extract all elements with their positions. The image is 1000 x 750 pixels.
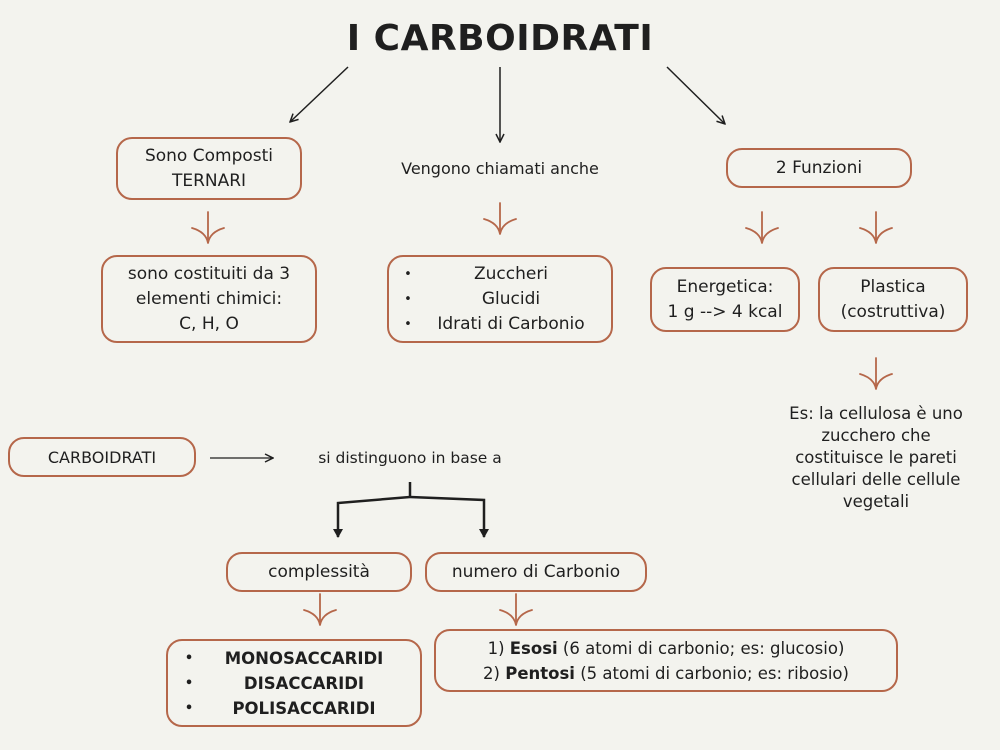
elements-line-3: C, H, O bbox=[179, 313, 239, 334]
plastic-line-2: (costruttiva) bbox=[840, 301, 946, 322]
orange-arrow-3 bbox=[745, 211, 779, 244]
also-called-label: Vengono chiamati anche bbox=[401, 159, 599, 178]
energetic-line-1: Energetica: bbox=[676, 276, 774, 297]
ternary-compounds-box: Sono Composti TERNARI bbox=[116, 137, 302, 200]
bracket-left bbox=[333, 495, 411, 538]
bracket-right bbox=[409, 495, 489, 538]
energetic-line-2: 1 g --> 4 kcal bbox=[667, 301, 783, 322]
saccharides-list: •MONOSACCARIDI •DISACCARIDI •POLISACCARI… bbox=[176, 646, 406, 721]
hexoses-line: 1) Esosi (6 atomi di carbonio; es: gluco… bbox=[487, 638, 845, 658]
distinguished-by-label: si distinguono in base a bbox=[318, 449, 502, 467]
example-line-2: zucchero che bbox=[821, 426, 931, 445]
list-item: •MONOSACCARIDI bbox=[184, 648, 384, 668]
list-item: •POLISACCARIDI bbox=[184, 698, 376, 718]
elements-line-2: elementi chimici: bbox=[135, 288, 283, 309]
list-item: •Zuccheri bbox=[404, 263, 549, 284]
elements-box: sono costituiti da 3 elementi chimici: C… bbox=[101, 255, 317, 343]
orange-arrow-1 bbox=[191, 211, 225, 244]
carbohydrates-box: CARBOIDRATI bbox=[8, 437, 196, 477]
synonyms-list: •Zuccheri •Glucidi •Idrati di Carbonio bbox=[395, 262, 601, 337]
plastic-box: Plastica (costruttiva) bbox=[818, 267, 968, 332]
main-title: I CARBOIDRATI bbox=[346, 18, 654, 59]
saccharides-box: •MONOSACCARIDI •DISACCARIDI •POLISACCARI… bbox=[166, 639, 422, 727]
example-line-3: costituisce le pareti bbox=[795, 448, 957, 467]
orange-arrow-2 bbox=[483, 202, 517, 235]
synonyms-box: •Zuccheri •Glucidi •Idrati di Carbonio bbox=[387, 255, 613, 343]
carbon-types-box: 1) Esosi (6 atomi di carbonio; es: gluco… bbox=[434, 629, 898, 692]
example-line-1: Es: la cellulosa è uno bbox=[789, 404, 963, 423]
plastic-line-1: Plastica bbox=[860, 276, 926, 297]
functions-box: 2 Funzioni bbox=[726, 148, 912, 188]
cellulose-example: Es: la cellulosa è uno zucchero che cost… bbox=[757, 403, 995, 513]
orange-arrow-6 bbox=[303, 593, 337, 626]
carbon-number-box: numero di Carbonio bbox=[425, 552, 647, 592]
orange-arrow-4 bbox=[859, 211, 893, 244]
ternary-line-2: TERNARI bbox=[171, 170, 247, 191]
ternary-line-1: Sono Composti bbox=[144, 145, 274, 166]
energetic-box: Energetica: 1 g --> 4 kcal bbox=[650, 267, 800, 332]
arrow-title-left bbox=[290, 66, 349, 122]
list-item: •Idrati di Carbonio bbox=[404, 313, 585, 334]
pentoses-line: 2) Pentosi (5 atomi di carbonio; es: rib… bbox=[483, 663, 849, 683]
list-item: •Glucidi bbox=[404, 288, 541, 309]
example-line-4: cellulari delle cellule bbox=[791, 470, 961, 489]
elements-line-1: sono costituiti da 3 bbox=[127, 263, 291, 284]
orange-arrow-7 bbox=[499, 593, 533, 626]
list-item: •DISACCARIDI bbox=[184, 673, 365, 693]
example-line-5: vegetali bbox=[842, 492, 910, 511]
arrow-title-right bbox=[666, 66, 725, 124]
orange-arrow-5 bbox=[859, 357, 893, 390]
complexity-box: complessità bbox=[226, 552, 412, 592]
